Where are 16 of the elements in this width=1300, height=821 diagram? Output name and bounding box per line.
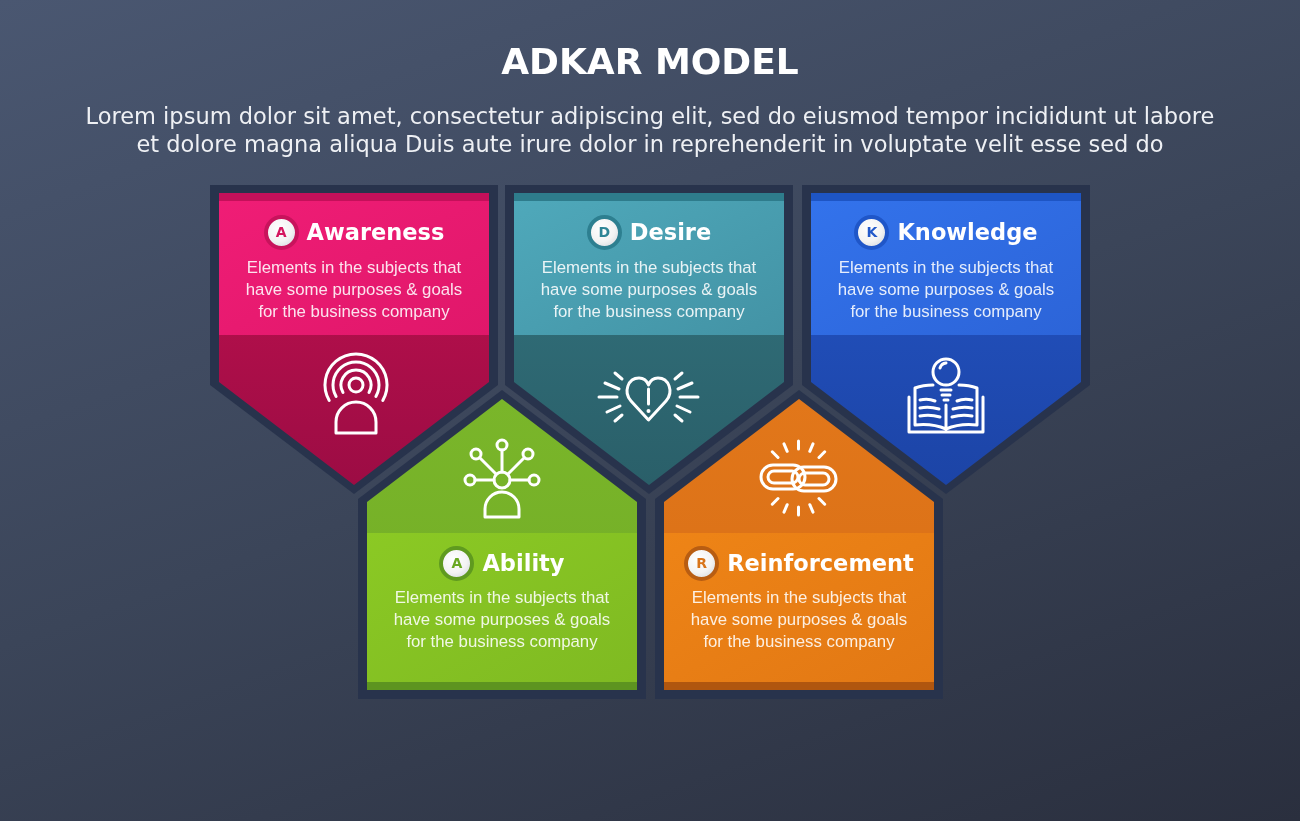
pentagon-card <box>210 185 498 494</box>
card-description: Elements in the subjects that have some purposes & goals for the business company <box>392 587 612 653</box>
card-description: Elements in the subjects that have some purposes & goals for the business company <box>244 257 464 323</box>
card-heading: Awareness <box>306 218 445 246</box>
diagram-title: ADKAR MODEL <box>500 40 800 84</box>
card-heading: Ability <box>482 549 565 577</box>
card-description: Elements in the subjects that have some purposes & goals for the business company <box>689 587 909 653</box>
card-heading: Reinforcement <box>727 549 914 577</box>
card-description: Elements in the subjects that have some purposes & goals for the business company <box>836 257 1056 323</box>
card-heading: Desire <box>629 218 712 246</box>
intro-paragraph: Lorem ipsum dolor sit amet, consectetur adipiscing elit, sed do eiusmod tempor incididunt ut labore et dolore magna aliqua Duis aute irure dolor in reprehenderit in voluptate velit esse sed do <box>84 102 1216 158</box>
card-heading: Knowledge <box>897 218 1038 246</box>
pentagon-card <box>802 185 1090 494</box>
card-description: Elements in the subjects that have some purposes & goals for the business company <box>539 257 759 323</box>
pentagon-card <box>358 390 646 699</box>
pentagon-card <box>655 390 943 699</box>
